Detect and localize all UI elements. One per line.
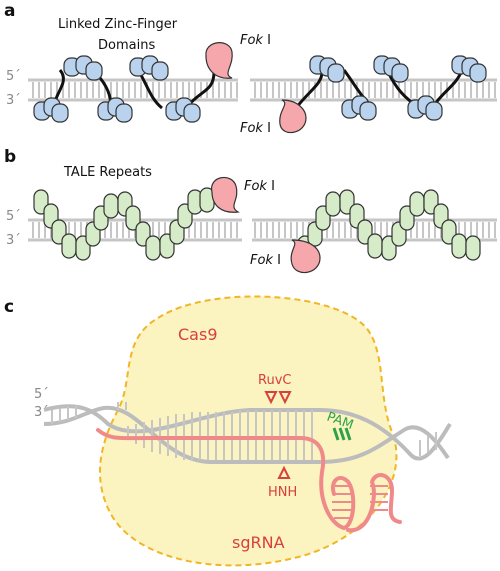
- panel-c-letter: c: [4, 297, 14, 317]
- ruvc-cleavage-marks: [264, 391, 292, 405]
- panel-b-strand-3: 3´: [6, 233, 21, 248]
- panel-a-title-line1: Linked Zinc-Finger: [58, 17, 178, 32]
- panel-a-strand-5: 5´: [6, 69, 21, 84]
- tale-repeats: [33, 187, 481, 261]
- panel-b-fok-bottom: Fok I: [250, 253, 281, 268]
- panel-a-letter: a: [4, 1, 15, 21]
- sgrna-hairpins: [332, 485, 388, 519]
- foki-nuclease-top-a: [205, 42, 233, 79]
- panel-a-fok-top: Fok I: [240, 33, 271, 48]
- panel-c: c Cas9 5´ 3´: [4, 295, 452, 567]
- foki-nuclease-bottom-a: [279, 99, 307, 134]
- foki-nuclease-top-b: [211, 176, 240, 213]
- panel-b-strand-5: 5´: [6, 209, 21, 224]
- panel-a-title-line2: Domains: [98, 38, 155, 53]
- panel-b-letter: b: [4, 147, 16, 167]
- panel-a-strand-3: 3´: [6, 93, 21, 108]
- panel-b: b TALE Repeats 5´ 3´: [4, 147, 497, 274]
- panel-b-fok-top: Fok I: [244, 179, 275, 194]
- pam-marks: [332, 427, 352, 441]
- cas9-label: Cas9: [178, 325, 218, 344]
- panel-b-title: TALE Repeats: [63, 165, 152, 180]
- panel-a-dna-left: [28, 78, 238, 102]
- foki-nuclease-bottom-b: [290, 239, 321, 274]
- panel-c-strand-3: 3´: [34, 405, 49, 420]
- ruvc-label: RuvC: [258, 373, 291, 388]
- target-dna-helix: [43, 404, 452, 464]
- hnh-label: HNH: [268, 485, 297, 500]
- sgrna-label: sgRNA: [232, 533, 285, 552]
- panel-c-strand-5: 5´: [34, 387, 49, 402]
- panel-a: a Linked Zinc-Finger Domains 5´ 3´: [4, 1, 497, 136]
- panel-a-fok-bottom: Fok I: [240, 121, 271, 136]
- zinc-finger-domains: [33, 55, 487, 123]
- panel-a-dna-right: [250, 78, 497, 102]
- hnh-cleavage-mark: [277, 465, 291, 479]
